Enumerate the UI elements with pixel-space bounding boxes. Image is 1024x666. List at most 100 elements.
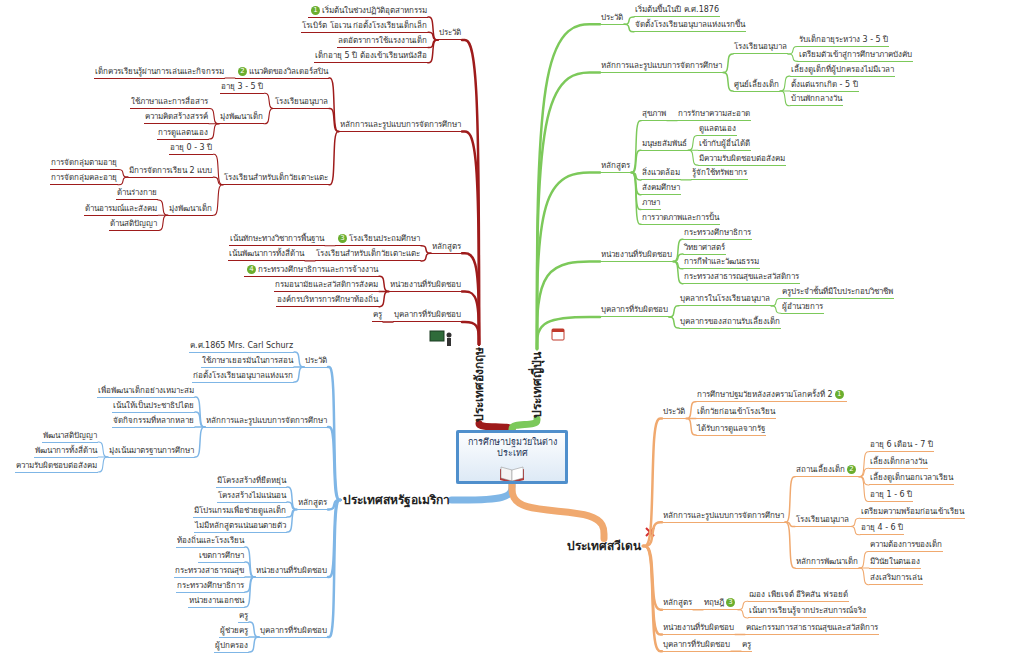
branch-line <box>264 109 274 124</box>
topic-text: ท้องถิ่นและโรงเรียน <box>177 536 244 545</box>
subtopic: มีวินัยในตนเอง <box>869 557 921 569</box>
subtopic: ส่งเสริมการเล่น <box>869 573 923 585</box>
subtopic: การดูแลตนเอง <box>157 128 209 140</box>
teacher-icon <box>430 331 452 346</box>
topic-text: องค์กรบริหารการศึกษาท้องถิ่น <box>277 295 378 304</box>
branch-line <box>287 502 297 510</box>
topic-text: กระทรวงสาธารณสุข <box>175 566 244 575</box>
subtopic: อายุ 3 - 5 ปี <box>220 82 264 94</box>
topic-text: จัดตั้งโรงเรียนอนุบาลแห่งแรกขึ้น <box>635 20 745 29</box>
subtopic: ความต้องการของเด็ก <box>869 540 943 552</box>
topic-text: หน่วยงานที่รับผิดชอบ <box>256 566 327 575</box>
category-topic: ประวัติ <box>438 28 462 40</box>
branch-line <box>681 179 691 180</box>
subtopic: บุคลากรในโรงเรียนอนุบาล <box>679 294 771 306</box>
branch-line <box>329 131 339 184</box>
topic-text: หลักสูตร <box>298 498 327 507</box>
topic-text: เริ่มต้นขึ้นในปี ค.ศ.1876 <box>635 5 719 14</box>
branch-line <box>213 185 223 215</box>
topic-text: ครู <box>742 640 751 649</box>
branch-line <box>731 650 741 652</box>
subtopic: พัฒนาการทั้งสี่ด้าน <box>34 446 98 458</box>
topic-text: คณะกรรมการสาธารณสุขและสวัสดิการ <box>746 623 878 632</box>
subtopic: เด็กอายุ 5 ปี ต้องเข้าเรียนหนังสือ <box>314 51 428 63</box>
branch-line <box>859 477 869 502</box>
central-title: การศึกษาปฐมวัยในต่างประเทศ <box>468 437 557 458</box>
callout-number: 3 <box>338 234 347 243</box>
branch-line <box>294 352 304 367</box>
topic-text: ภาษา <box>642 198 660 207</box>
branch-line <box>195 427 205 457</box>
subtopic: ดูแลตนเอง <box>698 124 737 136</box>
branch-line <box>537 72 600 349</box>
subtopic: ครู <box>238 611 249 623</box>
topic-text: อายุ 4 - 6 ปี <box>861 523 903 532</box>
branch-line <box>859 568 869 585</box>
category-topic: หลักการและรูปแบบการจัดการศึกษา <box>339 120 462 132</box>
branch-line <box>780 76 790 91</box>
topic-text: หลักสูตร <box>432 242 461 251</box>
topic-text: หลักสูตร <box>663 598 692 607</box>
topic-text: ประวัติ <box>305 356 327 365</box>
subtopic: หน่วยงานเอกชน <box>188 596 245 608</box>
topic-text: กรมอนามัยและสวัสดิการสังคม <box>275 280 378 289</box>
central-topic: การศึกษาปฐมวัยในต่างประเทศ <box>456 430 568 484</box>
branch-line <box>225 78 235 79</box>
topic-text: บุคลากรที่รับผิดชอบ <box>601 305 668 314</box>
branch-line <box>667 120 677 121</box>
callout-number: 2 <box>238 67 247 76</box>
branch-line <box>195 412 205 427</box>
branch-line <box>98 442 108 457</box>
category-topic: หลักสูตร <box>600 161 631 173</box>
topic-text: มีการจัดการเรียน 2 แบบ <box>129 166 212 175</box>
subtopic: มุ่งเน้นมาตรฐานการศึกษา <box>108 446 195 458</box>
topic-text: สถานเลี้ยงเด็ก <box>796 465 845 474</box>
subtopic: ศูนย์เลี้ยงเด็ก <box>733 80 780 92</box>
branch-line <box>428 40 438 63</box>
category-topic: ประวัติ <box>600 13 624 25</box>
category-topic: บุคลากรที่รับผิดชอบ <box>259 626 328 638</box>
topic-text: สังคมศึกษา <box>642 183 680 192</box>
branch-line <box>421 253 431 261</box>
category-topic: หลักสูตร <box>662 598 693 610</box>
topic-text: พัฒนาสติปัญญา <box>43 431 97 440</box>
branch-line <box>329 109 339 132</box>
topic-text: ความรับผิดชอบต่อสังคม <box>16 461 97 470</box>
subtopic: รับเด็กอายุระหว่าง 3 - 5 ปี <box>798 35 889 47</box>
branch-line <box>195 397 205 427</box>
subtopic: เขตการศึกษา <box>198 551 245 563</box>
subtopic: มีการจัดการเรียน 2 แบบ <box>128 166 213 178</box>
branch-line <box>735 634 745 636</box>
subtopic: ใช้ภาษาเยอรมันในการสอน <box>201 356 294 368</box>
subtopic: การศึกษาปฐมวัยหลังสงครามโลกครั้งที่ 21 <box>696 390 847 402</box>
topic-text: การรักษาความสะอาด <box>678 109 750 118</box>
topic-text: เลี้ยงดูเด็กที่ผู้ปกครองไม่มีเวลา <box>791 65 894 74</box>
topic-text: โรเบิร์ต โอเวน ก่อตั้งโรงเรียนเด็กเล็ก <box>302 21 427 30</box>
country-branch: ประเทศอังกฤษ <box>472 345 487 424</box>
category-topic: ประวัติ <box>662 407 686 419</box>
branch-line <box>785 522 795 568</box>
topic-text: ใช้ภาษาและการสื่อสาร <box>131 97 208 106</box>
subtopic: 4กระทรวงศึกษาธิการและการจ้างงาน <box>244 265 379 277</box>
branch-line <box>329 78 339 131</box>
topic-text: หน่วยงานที่รับผิดชอบ <box>663 623 734 632</box>
subtopic: พัฒนาสติปัญญา <box>42 431 98 443</box>
topic-text: เลี้ยงดูเด็กนอกเวลาเรียน <box>870 473 953 482</box>
branch-line <box>771 298 781 305</box>
topic-text: สิ่งแวดล้อม <box>642 168 680 177</box>
branch-line <box>850 527 860 535</box>
subtopic: ได้รับการดูแลจากรัฐ <box>696 424 766 436</box>
topic-text: โรงเรียนอนุบาล <box>275 97 328 106</box>
topic-text: เด็กอายุ 5 ปี ต้องเข้าเรียนหนังสือ <box>315 51 427 60</box>
branch-line <box>462 322 479 345</box>
topic-text: สุขภาพ <box>642 109 666 118</box>
subtopic: มนุษยสัมพันธ์ <box>641 139 688 151</box>
callout-number: 1 <box>835 390 844 399</box>
branch-line <box>305 260 315 261</box>
topic-text: หลักการและรูปแบบการจัดการศึกษา <box>601 61 722 70</box>
branch-line <box>850 518 860 526</box>
subtopic: จัดตั้งโรงเรียนอนุบาลแห่งแรกขึ้น <box>634 20 746 32</box>
topic-text: เน้นให้เป็นประชาธิปไตย <box>113 401 194 410</box>
subtopic: 1เริ่มต้นในช่วงปฏิวัติอุตสาหกรรม <box>308 6 428 18</box>
topic-text: เตรียมความพร้อมก่อนเข้าเรียน <box>861 507 964 516</box>
